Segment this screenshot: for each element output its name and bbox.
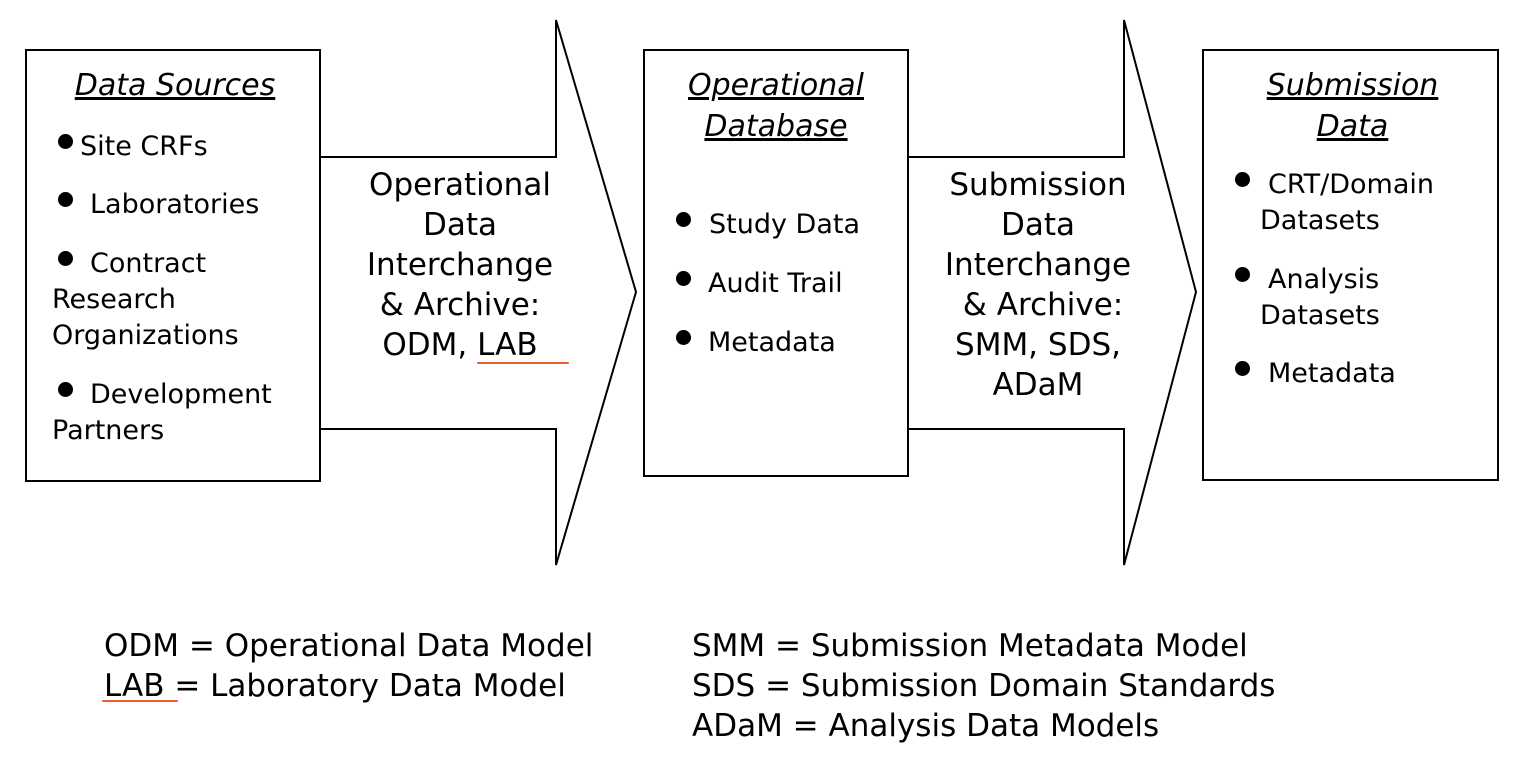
arrow1-line: Data: [422, 207, 498, 243]
spellcheck-underline: [102, 700, 178, 702]
operational-title-line1: Operational: [687, 68, 864, 103]
arrow2-line: ADaM: [992, 367, 1084, 403]
operational-item: Study Data: [709, 209, 861, 240]
bullet-icon: [58, 251, 73, 266]
bullet-icon: [1235, 172, 1250, 187]
arrow1-prefix: ODM,: [382, 327, 478, 363]
bullet-icon: [58, 134, 73, 149]
operational-database-box: Operational Database Study Data Audit Tr…: [643, 49, 909, 477]
source-item: Research: [52, 284, 176, 315]
bullet-icon: [1235, 267, 1250, 282]
source-item: Contract: [90, 248, 207, 279]
arrow2-line: Interchange: [944, 247, 1132, 283]
bullet-icon: [676, 271, 691, 286]
arrow2-line: SMM, SDS,: [955, 327, 1121, 363]
legend-adam: ADaM = Analysis Data Models: [692, 708, 1160, 744]
arrow1-line: Interchange: [366, 247, 554, 283]
data-sources-box: Data Sources Site CRFs Laboratories Cont…: [25, 49, 321, 482]
bullet-icon: [1235, 361, 1250, 376]
bullet-icon: [58, 382, 73, 397]
submission-item: Analysis: [1268, 264, 1380, 295]
submission-title-line2: Data: [1316, 109, 1389, 144]
data-sources-title: Data Sources: [74, 68, 276, 103]
source-item: Site CRFs: [80, 131, 208, 162]
arrow2-line: Data: [1000, 207, 1076, 243]
arrow-submission-interchange: [907, 19, 1198, 566]
legend-lab-abbr: LAB: [104, 668, 165, 704]
source-item: Organizations: [52, 320, 239, 351]
arrow2-line: Submission: [949, 167, 1127, 203]
arrow1-lab: LAB: [477, 327, 538, 363]
operational-item: Audit Trail: [708, 268, 843, 299]
arrow1-line: ODM, LAB: [340, 325, 580, 365]
legend-lab: LAB = Laboratory Data Model: [104, 666, 566, 706]
spellcheck-underline: [477, 362, 569, 364]
legend-smm: SMM = Submission Metadata Model: [692, 628, 1248, 664]
arrow-operational-interchange: [319, 19, 638, 566]
bullet-icon: [676, 330, 691, 345]
submission-item: Metadata: [1268, 358, 1396, 389]
source-item: Laboratories: [90, 189, 260, 220]
arrow1-line: & Archive:: [379, 287, 541, 323]
arrow2-line: & Archive:: [962, 287, 1124, 323]
source-item: Development: [90, 379, 272, 410]
legend-sds: SDS = Submission Domain Standards: [692, 668, 1276, 704]
submission-data-box: Submission Data CRT/Domain Datasets Anal…: [1202, 49, 1499, 481]
bullet-icon: [676, 212, 691, 227]
operational-title-line2: Database: [704, 109, 848, 144]
bullet-icon: [58, 192, 73, 207]
source-item: Partners: [52, 415, 165, 446]
operational-item: Metadata: [708, 327, 836, 358]
submission-title-line1: Submission: [1266, 68, 1439, 103]
submission-item: Datasets: [1260, 205, 1380, 236]
submission-item: Datasets: [1260, 300, 1380, 331]
submission-item: CRT/Domain: [1268, 169, 1435, 200]
legend-odm: ODM = Operational Data Model: [104, 628, 594, 664]
arrow1-line: Operational: [369, 167, 551, 203]
legend-lab-rest: = Laboratory Data Model: [164, 668, 566, 704]
